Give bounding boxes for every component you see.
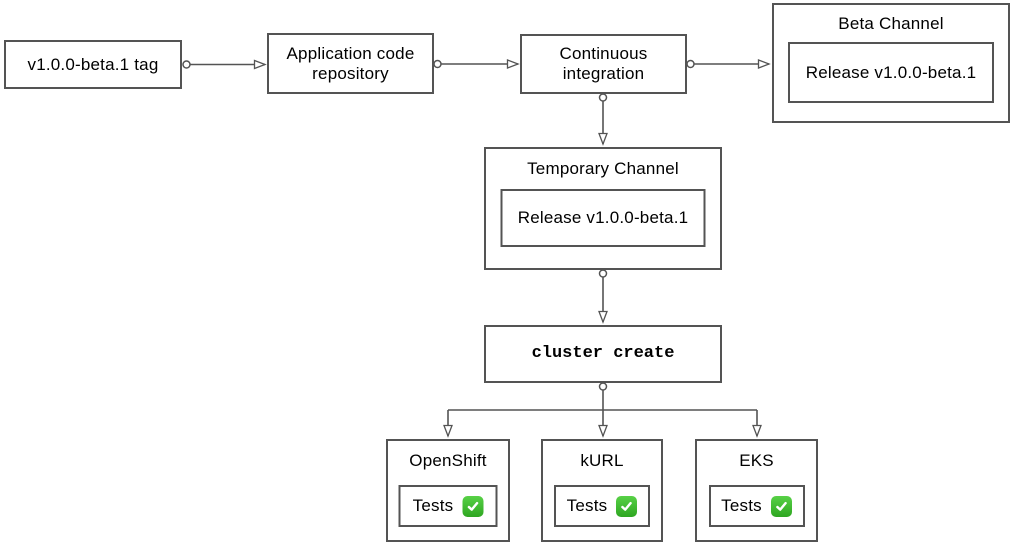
check-mark-button-icon xyxy=(616,495,638,517)
openshift-title: OpenShift xyxy=(409,451,487,471)
tests-label: Tests xyxy=(412,496,454,516)
continuous-integration-label: Continuous integration xyxy=(559,44,648,83)
application-code-repository-label: Application code repository xyxy=(286,43,415,83)
connector-tag-to-repo xyxy=(182,59,267,70)
node-continuous-integration: Continuous integration xyxy=(520,34,687,94)
version-tag-label: v1.0.0-beta.1 tag xyxy=(27,54,159,74)
connector-cluster-create-to-platforms xyxy=(443,382,762,438)
node-openshift: OpenShift Tests xyxy=(386,439,510,542)
cluster-create-label: cluster create xyxy=(531,344,675,364)
beta-release-label: Release v1.0.0-beta.1 xyxy=(805,62,977,82)
node-kurl: kURL Tests xyxy=(541,439,663,542)
tests-label: Tests xyxy=(566,496,608,516)
eks-title: EKS xyxy=(739,451,774,471)
node-eks: EKS Tests xyxy=(695,439,818,542)
temporary-channel-title: Temporary Channel xyxy=(527,159,679,179)
connector-ci-to-temporary-channel xyxy=(598,93,608,146)
openshift-tests-box: Tests xyxy=(398,485,498,527)
node-cluster-create: cluster create xyxy=(484,325,722,383)
node-version-tag: v1.0.0-beta.1 tag xyxy=(4,40,182,89)
temporary-release-label: Release v1.0.0-beta.1 xyxy=(517,208,689,228)
check-mark-button-icon xyxy=(770,495,792,517)
kurl-tests-box: Tests xyxy=(554,485,650,527)
connector-temporary-channel-to-cluster-create xyxy=(598,269,608,324)
connector-repo-to-ci xyxy=(433,59,520,69)
kurl-title: kURL xyxy=(580,451,624,471)
node-temporary-channel: Temporary Channel Release v1.0.0-beta.1 xyxy=(484,147,722,270)
beta-channel-title: Beta Channel xyxy=(838,13,944,33)
connector-ci-to-beta-channel xyxy=(686,59,771,69)
node-beta-channel: Beta Channel Release v1.0.0-beta.1 xyxy=(772,3,1010,123)
node-temporary-release: Release v1.0.0-beta.1 xyxy=(500,189,706,247)
node-beta-release: Release v1.0.0-beta.1 xyxy=(788,42,994,103)
check-mark-button-icon xyxy=(462,495,484,517)
tests-label: Tests xyxy=(721,496,762,516)
node-application-code-repository: Application code repository xyxy=(267,33,434,94)
eks-tests-box: Tests xyxy=(708,485,805,527)
